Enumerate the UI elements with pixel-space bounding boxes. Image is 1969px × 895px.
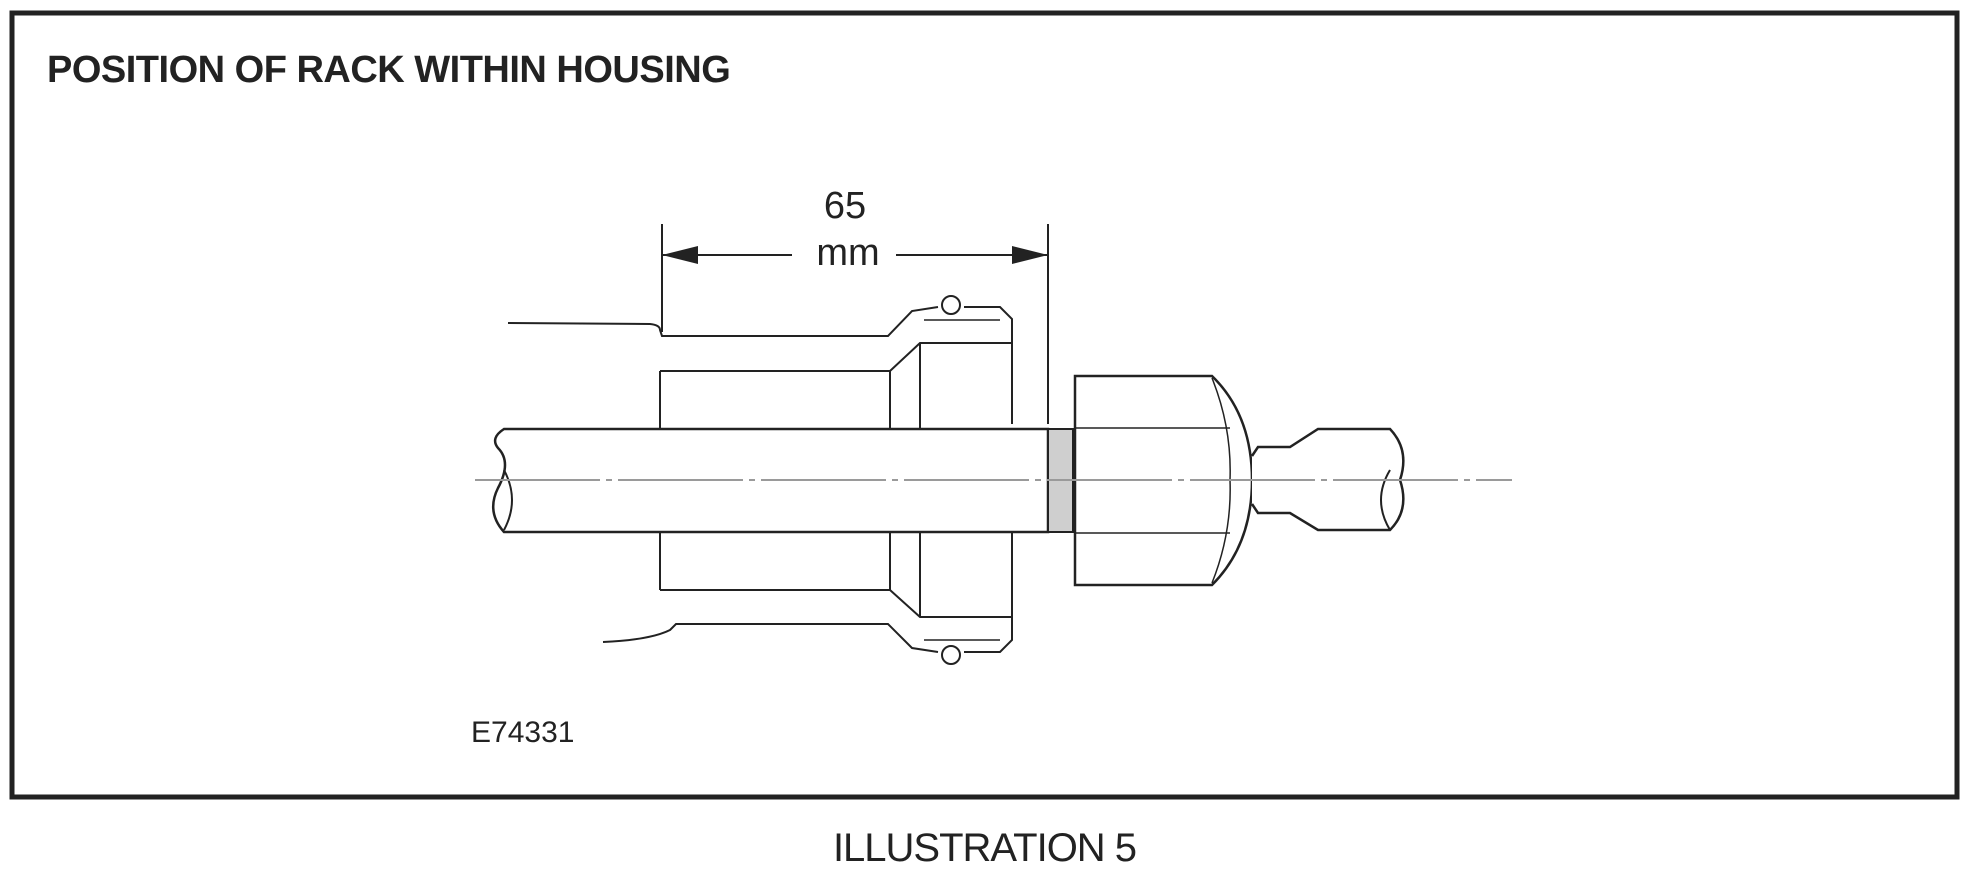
figure-title: POSITION OF RACK WITHIN HOUSING — [47, 49, 730, 91]
housing-outer-top — [507, 306, 1013, 424]
dimension-arrow-right — [1012, 246, 1048, 264]
housing-outer-bottom — [602, 533, 1013, 653]
reference-code: E74331 — [471, 716, 574, 749]
o-ring-top — [941, 295, 961, 315]
housing-bore-top — [660, 342, 1012, 428]
dimension-unit: mm — [816, 232, 879, 274]
tie-rod-end-curve — [1380, 469, 1391, 531]
illustration-caption: ILLUSTRATION 5 — [832, 826, 1137, 870]
o-ring-bottom — [941, 645, 961, 665]
housing-bore-bottom — [660, 533, 1012, 618]
dimension-value: 65 — [824, 185, 866, 227]
dimension-arrow-left — [662, 246, 698, 264]
figure-frame — [9, 10, 1960, 800]
rack-bar-end-curve — [503, 469, 513, 531]
